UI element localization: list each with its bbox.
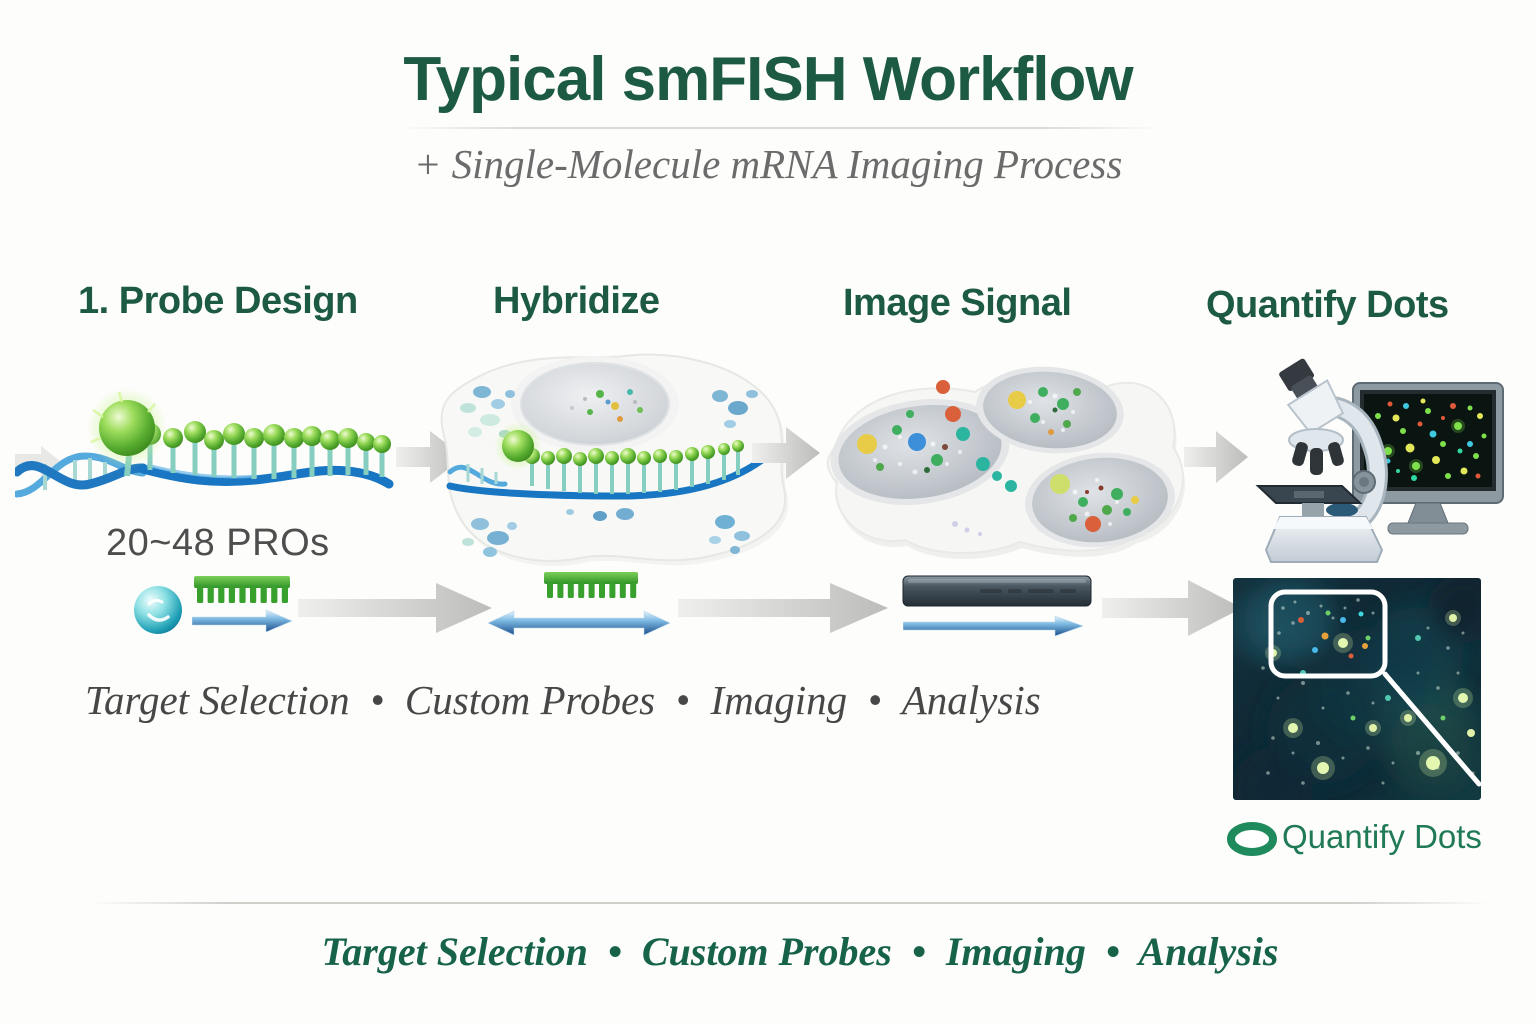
step-label-quantify-dots: Quantify Dots [1206,284,1449,326]
nucleus-speckles [570,389,643,422]
inset-callout-line [1382,671,1481,787]
footer-divider [90,902,1490,904]
image-signal-illustration [826,366,1185,560]
probe-design-illustration [15,388,394,498]
flow-arrow [1184,431,1248,483]
fluorophore-sphere [99,400,155,456]
probe-beads [139,421,391,453]
fluorescence-overlay [1233,578,1481,800]
speckle-texture [1261,598,1475,785]
fluorophore-sphere [502,430,534,462]
forward-arrow-icon [903,615,1084,637]
flow-arrow [1102,580,1242,636]
double-arrow-icon [487,610,671,636]
probe-comb-icon [194,576,290,603]
fluor-dots [1265,610,1475,780]
workflow-substeps-caption: Target Selection • Custom Probes • Imagi… [85,677,1041,723]
title-divider [400,127,1160,129]
screen-dots [1371,398,1487,481]
mrna-strand [446,448,776,500]
page-subtitle: + Single-Molecule mRNA Imaging Process [413,141,1123,187]
vesicles [460,386,758,557]
footer-steps-caption: Target Selection • Custom Probes • Imagi… [321,929,1279,974]
monitor [1352,382,1504,535]
quantify-ring-icon [1227,822,1277,856]
step-label-image-signal: Image Signal [843,282,1072,324]
flow-arrow [752,427,820,479]
step-label-probe-design: 1. Probe Design [78,280,358,322]
flow-arrow [298,583,492,633]
fluorescence-image [1233,578,1481,800]
forward-arrow-icon [192,609,293,633]
target-sphere-icon [134,586,182,634]
microscope-monitor-illustration [1255,358,1504,563]
flow-arrow [678,583,888,633]
hybridize-cell-illustration [440,353,789,566]
microscope [1255,358,1388,563]
signal-dots [857,380,1139,536]
nucleus [520,362,670,446]
chromatin-speckles [873,393,1119,526]
signal-bar-icon [902,575,1092,607]
probe-stems [530,451,740,494]
page-title: Typical smFISH Workflow [403,45,1133,114]
probe-stems [147,440,385,479]
step-label-hybridize: Hybridize [493,280,660,322]
probe-comb-icon [544,572,638,598]
quantify-dots-label: Quantify Dots [1282,818,1482,855]
cell-2 [976,366,1124,454]
inset-zoom-box [1268,589,1388,679]
probe-count-label: 20~48 PROs [106,522,330,564]
